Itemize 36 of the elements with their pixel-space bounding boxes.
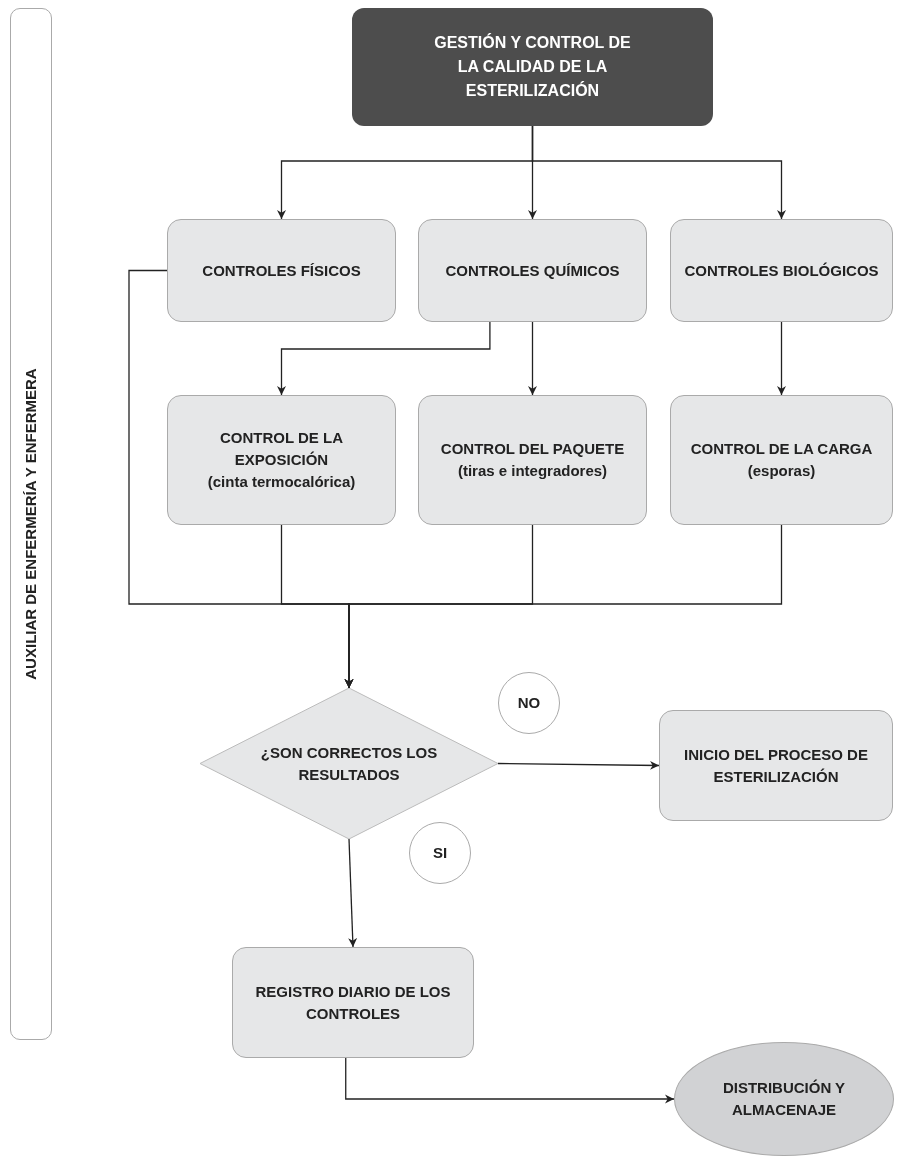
arrow [497,760,660,770]
arrow [531,125,786,220]
node-label: CONTROL DE LA EXPOSICIÓN [218,428,345,471]
node-label: DISTRIBUCIÓN Y ALMACENAJE [721,1078,847,1120]
process-box [659,710,893,821]
node-label: (cinta termocalórica) [207,471,356,492]
process-box [418,219,647,322]
decision-diamond [200,688,498,839]
node-label: CONTROLES QUÍMICOS [445,260,620,281]
arrow [348,838,358,948]
process-box [167,395,396,525]
node-label: CONTROLES BIOLÓGICOS [684,260,879,281]
side-band [10,8,52,1040]
node-label: REGISTRO DIARIO DE LOS CONTROLES [254,981,452,1024]
node-label: ¿SON CORRECTOS LOS RESULTADOS [259,742,439,785]
arrow [777,321,786,396]
node-label: (esporas) [747,461,816,481]
process-box [418,395,647,525]
arrow [344,524,783,689]
node-label: CONTROL DE LA CARGA [690,439,873,460]
node-label: GESTIÓN Y CONTROL DE LA CALIDAD DE LA ESTERILIZACIÓN [433,32,632,101]
process-box [167,219,396,322]
node-label: SI [432,843,448,864]
process-box [670,219,893,322]
arrow [277,321,491,396]
node-label: INICIO DEL PROCESO DE ESTERILIZACIÓN [683,744,869,787]
node-label: CONTROL DEL PAQUETE [440,439,625,460]
title-box [352,8,713,126]
node-label: NO [517,693,541,714]
arrow [345,1057,675,1104]
node-label: (tiras e integradores) [457,461,608,481]
process-box [670,395,893,525]
arrow [528,321,537,396]
band-label: AUXILIAR DE ENFERMERÍA Y ENFERMERA [20,368,40,680]
node-label: CONTROLES FÍSICOS [202,260,361,281]
process-box [232,947,474,1058]
